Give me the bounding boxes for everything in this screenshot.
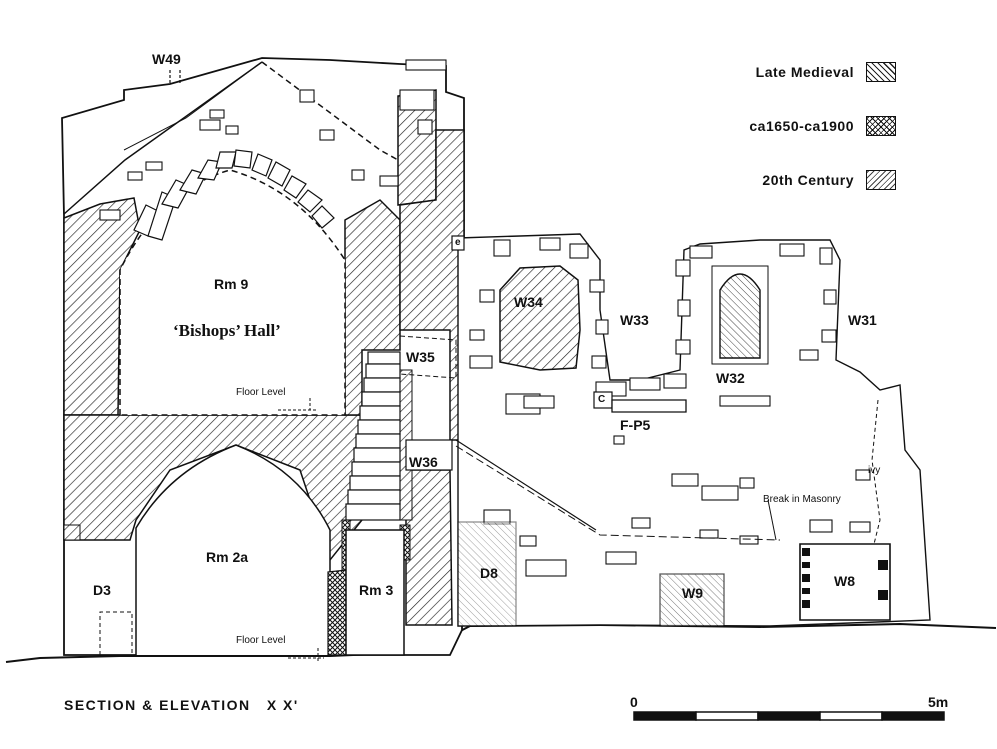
- label-c: C: [598, 394, 606, 405]
- floor-level-mark-lower: [288, 648, 324, 662]
- label-w9: W9: [682, 585, 703, 601]
- legend-swatch-fine: [866, 170, 896, 190]
- label-w32: W32: [716, 370, 745, 386]
- label-ivy: ivy: [868, 465, 881, 476]
- label-break-in-masonry: Break in Masonry: [763, 494, 841, 505]
- legend-label: 20th Century: [762, 172, 854, 188]
- gable-line-right: [261, 61, 399, 161]
- label-d3: D3: [93, 582, 111, 598]
- rm3-room: [345, 529, 405, 656]
- label-rm2a: Rm 2a: [206, 549, 249, 565]
- w9-box: [659, 573, 725, 627]
- w36-block: [405, 439, 453, 471]
- tower-wall-right: [399, 129, 465, 441]
- label-rm3: Rm 3: [359, 582, 394, 598]
- scale-start-label: 0: [630, 694, 638, 710]
- label-w36: W36: [409, 454, 438, 470]
- floor-level-mark-upper: [278, 398, 318, 411]
- break-leader: [767, 499, 777, 541]
- w35-projection: [399, 335, 457, 379]
- w32-frame: [711, 265, 769, 365]
- slope-solid: [455, 439, 597, 531]
- ivy-line: [869, 399, 881, 561]
- legend-label: Late Medieval: [755, 64, 854, 80]
- w32-window: [719, 273, 761, 359]
- label-floor-level-lower: Floor Level: [236, 635, 286, 646]
- legend-post-medieval: ca1650-ca1900: [724, 116, 896, 136]
- fp5-hearth: [611, 399, 687, 413]
- legend-swatch-cross: [866, 116, 896, 136]
- tower-wall-low: [405, 469, 453, 626]
- label-w33: W33: [620, 312, 649, 328]
- legend-swatch-hatch: [866, 62, 896, 82]
- scale-bar: [633, 711, 945, 721]
- d3-opening: [99, 611, 133, 655]
- label-d8: D8: [480, 565, 498, 581]
- label-rm9: Rm 9: [214, 276, 249, 292]
- scale-end-label: 5m: [928, 694, 949, 710]
- arch-voussoirs: [133, 149, 335, 241]
- gable-line-left: [63, 61, 263, 215]
- gable-stones: [99, 59, 447, 221]
- e-box: [451, 235, 465, 251]
- legend-late-medieval: Late Medieval: [724, 62, 896, 82]
- left-lower-wall: [63, 524, 81, 541]
- rm2a-arch: [135, 444, 331, 655]
- drawing-caption: SECTION & ELEVATION X X': [64, 697, 299, 713]
- post-medieval-infill: [327, 569, 347, 656]
- slope-line: [455, 445, 781, 541]
- staircase: [345, 351, 401, 521]
- w8-block: [799, 543, 891, 621]
- label-w8: W8: [834, 573, 855, 589]
- w49-marker: [169, 70, 181, 84]
- label-fp5: F-P5: [620, 417, 651, 433]
- label-w49: W49: [152, 51, 181, 67]
- upper-roof: [123, 61, 263, 151]
- hall-wall-right: [344, 199, 401, 416]
- label-floor-level-upper: Floor Level: [236, 387, 286, 398]
- label-bishops-hall: ‘Bishops’ Hall’: [173, 321, 281, 340]
- w34-wall: [499, 265, 581, 371]
- legend-label: ca1650-ca1900: [749, 118, 854, 134]
- label-w35: W35: [406, 349, 435, 365]
- w8-stones: [802, 548, 888, 608]
- d8-area: [457, 521, 517, 627]
- ruin-stones: [469, 237, 871, 577]
- legend-20th-century: 20th Century: [724, 170, 896, 190]
- label-e: e: [455, 237, 461, 248]
- label-w31: W31: [848, 312, 877, 328]
- label-w34: W34: [514, 294, 543, 310]
